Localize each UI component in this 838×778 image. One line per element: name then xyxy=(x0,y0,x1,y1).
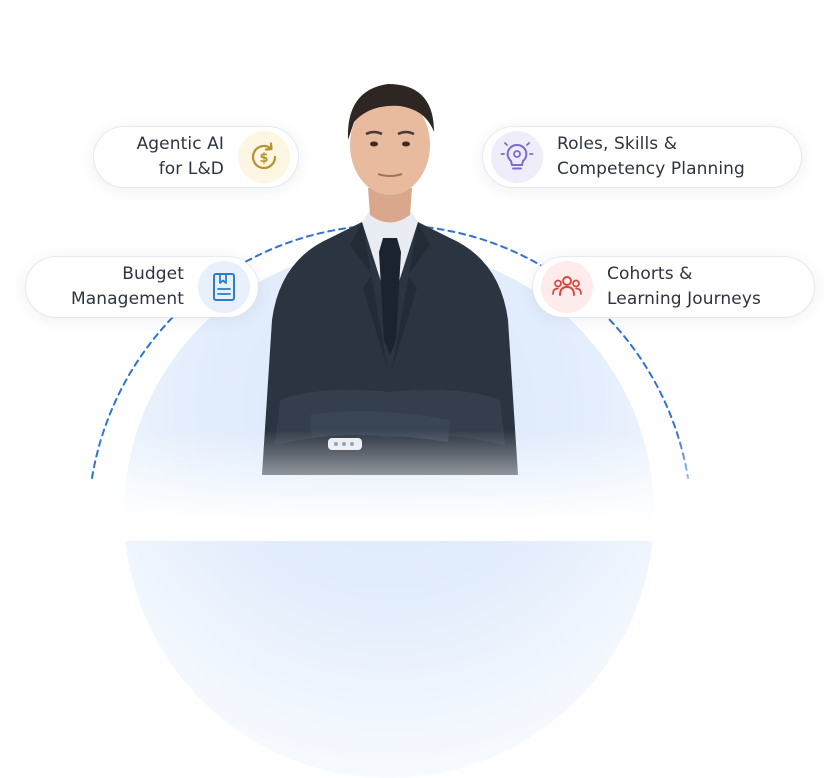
businessman-photo xyxy=(262,84,518,475)
svg-text:$: $ xyxy=(259,151,268,166)
dollar-refresh-icon: $ xyxy=(238,131,290,183)
lightbulb-gear-icon xyxy=(491,131,543,183)
feature-card-agentic-ai: Agentic AI for L&D $ xyxy=(94,127,298,187)
dashed-arc xyxy=(91,224,689,479)
feature-card-cohorts: Cohorts & Learning Journeys xyxy=(533,257,814,317)
feature-label-agentic-ai: Agentic AI for L&D xyxy=(136,134,224,179)
feature-card-budget: Budget Management xyxy=(26,257,258,317)
document-bookmark-icon xyxy=(198,261,250,313)
feature-label-budget: Budget Management xyxy=(71,264,184,309)
feature-label-cohorts: Cohorts & Learning Journeys xyxy=(607,264,761,309)
hero-illustration: Agentic AI for L&D $ Roles, Ski xyxy=(26,84,814,778)
group-people-icon xyxy=(541,261,593,313)
feature-label-roles-skills: Roles, Skills & Competency Planning xyxy=(557,134,745,179)
bottom-fade xyxy=(100,430,700,541)
feature-card-roles-skills: Roles, Skills & Competency Planning xyxy=(483,127,801,187)
